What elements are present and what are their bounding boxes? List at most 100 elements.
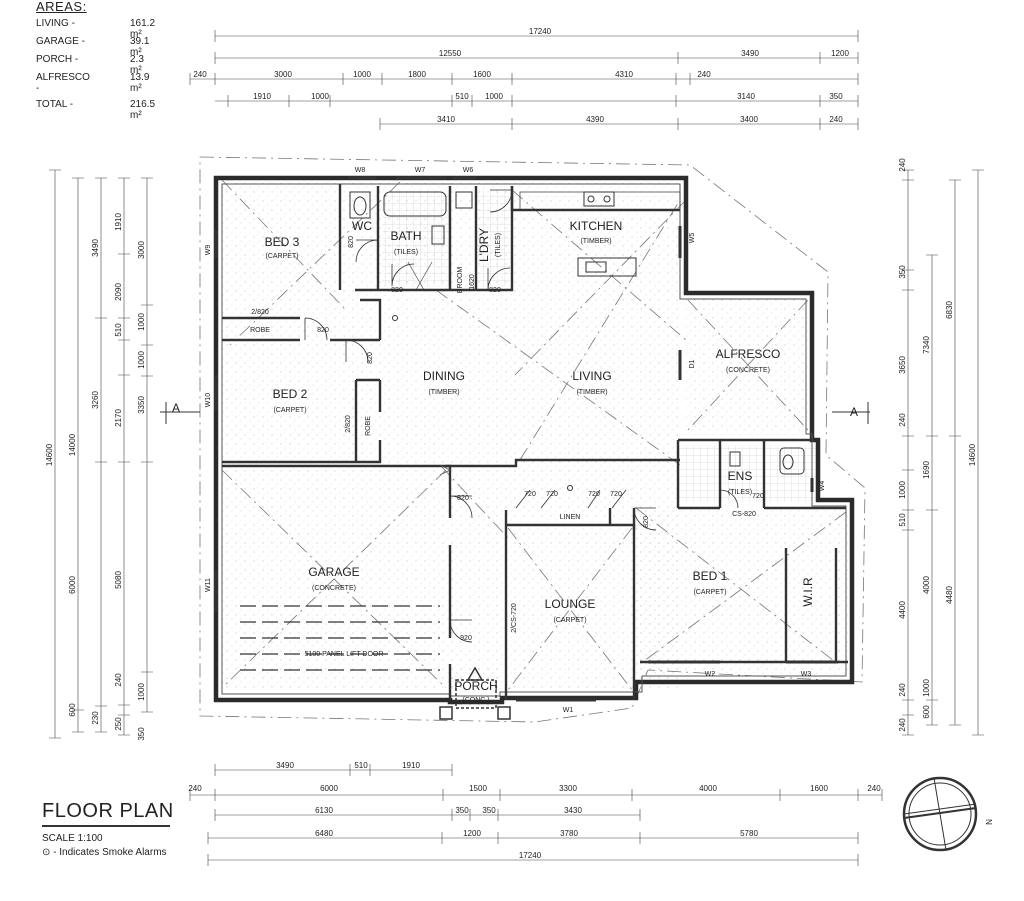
room-finish: (TILES) — [495, 233, 502, 257]
area-value: 13.9 m² — [130, 71, 150, 95]
area-label: GARAGE - — [36, 35, 85, 47]
room-dining: DINING — [423, 369, 465, 383]
dim-text: 3140 — [737, 92, 755, 101]
dim-text: 1910 — [402, 761, 420, 770]
room-garage: GARAGE — [308, 565, 359, 579]
door-size: 720 — [610, 491, 622, 498]
bottom-dimensions — [189, 764, 883, 866]
dim-text: 4390 — [586, 115, 604, 124]
window-markers — [214, 176, 836, 702]
dim-text: 3400 — [740, 115, 758, 124]
dim-text: 3490 — [741, 49, 759, 58]
dim-text: 1000 — [353, 70, 371, 79]
dim-text: 3430 — [564, 806, 582, 815]
dim-text: 4000 — [699, 784, 717, 793]
room-kitchen: KITCHEN — [570, 219, 623, 233]
dim-text: 2090 — [114, 283, 123, 301]
door-size: 920 — [460, 635, 472, 642]
dim-text: 240 — [867, 784, 881, 793]
dim-text: 350 — [482, 806, 496, 815]
dim-text: 3000 — [137, 241, 146, 259]
dim-text: 1000 — [922, 679, 931, 697]
dim-text: 3350 — [137, 396, 146, 414]
smoke-alarm-note: ⊙ - Indicates Smoke Alarms — [42, 847, 167, 858]
dim-text: 5780 — [740, 829, 758, 838]
door-size: 820 — [317, 327, 329, 334]
room-finish: (CARPET) — [693, 589, 726, 596]
right-dimension-values: 240 350 3650 240 1000 510 4400 240 240 7… — [898, 158, 977, 732]
fixtures — [349, 191, 805, 491]
room-finish: (CONC.) — [462, 697, 489, 704]
section-a-right: A — [850, 405, 858, 419]
dim-text: 510 — [114, 323, 123, 337]
dim-text: 1800 — [408, 70, 426, 79]
room-walk-in-robe: W.I.R — [801, 577, 815, 607]
dim-text: 1910 — [114, 213, 123, 231]
area-value: 161.2 m² — [130, 17, 156, 41]
dim-text: 600 — [922, 705, 931, 719]
left-dimension-values: 14600 14000 6000 600 3490 3260 230 1910 … — [45, 213, 146, 741]
window-tag: W8 — [355, 167, 366, 174]
door-size: 2/820 — [345, 415, 352, 433]
dim-text: 240 — [898, 683, 907, 697]
room-bed-1: BED 1 — [693, 569, 728, 583]
window-tag: W3 — [801, 671, 812, 678]
dim-text: 6480 — [315, 829, 333, 838]
door-size: 2/CS-720 — [511, 603, 518, 633]
dim-text: 3000 — [274, 70, 292, 79]
north-label: N — [985, 819, 994, 825]
dim-text: 3490 — [91, 239, 100, 257]
smoke-alarm-icon — [392, 315, 398, 321]
dim-text: 240 — [114, 673, 123, 687]
area-row-total: TOTAL - 216.5 m² — [36, 96, 155, 122]
dim-text: 1000 — [898, 481, 907, 499]
right-dimensions — [902, 169, 984, 736]
opening-tags: W8 W7 W6 W9 W10 W11 W5 D1 W4 W2 W3 W1 82… — [205, 167, 826, 714]
dim-text: 3780 — [560, 829, 578, 838]
door-swings — [304, 189, 739, 643]
room-bath: BATH — [390, 229, 421, 243]
area-value: 39.1 m² — [130, 35, 150, 59]
ens-shower — [779, 447, 805, 475]
room-finish: (CONCRETE) — [312, 585, 356, 592]
room-wc: WC — [352, 219, 372, 233]
dim-text: 250 — [114, 717, 123, 731]
dim-text: 510 — [354, 761, 368, 770]
room-ensuite: ENS — [728, 469, 753, 483]
dim-text: 3260 — [91, 391, 100, 409]
dim-text: 12550 — [439, 49, 462, 58]
dim-text: 14600 — [968, 443, 977, 466]
dim-text: 1000 — [311, 92, 329, 101]
smoke-alarm-icon — [567, 485, 573, 491]
room-bed-2: BED 2 — [273, 387, 308, 401]
dim-text: 350 — [137, 727, 146, 741]
dim-text: 240 — [193, 70, 207, 79]
area-total-value: 216.5 m² — [130, 98, 156, 122]
north-arrow-icon — [902, 776, 978, 852]
window-tag: W11 — [205, 578, 212, 592]
dash-dot-overlay — [199, 156, 866, 723]
dim-text: 6130 — [315, 806, 333, 815]
room-finish: (TILES) — [394, 249, 418, 256]
dim-text: 6830 — [945, 301, 954, 319]
dim-text: 240 — [188, 784, 202, 793]
dim-text: 3300 — [559, 784, 577, 793]
door-size: 820 — [391, 287, 403, 294]
dim-text: 17240 — [529, 27, 552, 36]
room-bed-3: BED 3 — [265, 235, 300, 249]
dim-text: 240 — [898, 158, 907, 172]
area-label: LIVING - — [36, 17, 75, 29]
laundry-tub — [455, 191, 473, 209]
wc-toilet-cistern — [349, 191, 371, 219]
dim-text: 3410 — [437, 115, 455, 124]
wc-toilet-bowl — [353, 196, 367, 216]
drawing-title: FLOOR PLAN — [42, 800, 174, 822]
dim-text: 5080 — [114, 571, 123, 589]
door-size: 1620 — [469, 274, 476, 290]
title-underline — [42, 825, 170, 827]
dim-text: 14000 — [68, 433, 77, 456]
garage-lift-door — [240, 464, 451, 671]
ens-vanity — [729, 451, 741, 467]
room-labels: BED 3 (CARPET) WC BATH (TILES) BROOM L'D… — [250, 219, 815, 704]
